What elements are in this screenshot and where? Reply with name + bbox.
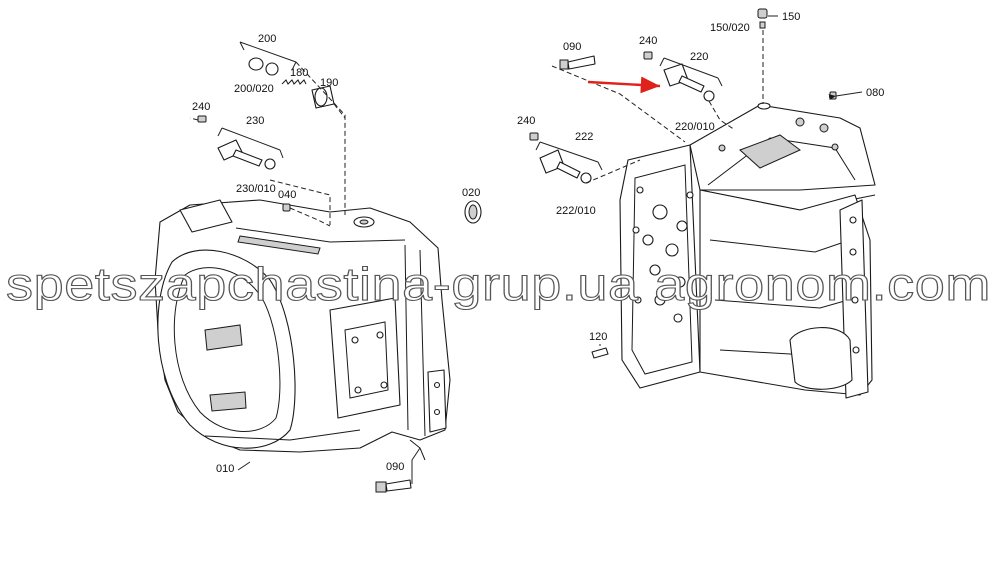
callout-010: 010 <box>216 463 234 475</box>
part-240-screw-top <box>643 51 653 60</box>
callout-220: 220 <box>690 51 708 63</box>
highlight-arrow <box>587 76 661 94</box>
housing-left-010 <box>154 199 451 461</box>
callout-220-010: 220/010 <box>675 121 715 133</box>
part-020-bearing <box>464 200 482 224</box>
callout-200: 200 <box>258 33 276 45</box>
part-240-screw-mid <box>529 132 539 141</box>
part-190-sleeve <box>311 85 335 109</box>
callout-020: 020 <box>462 187 480 199</box>
watermark-text: spetszapchastina-grup.ua agronom.com <box>6 258 991 310</box>
part-120-pin <box>591 347 609 359</box>
callout-200-020: 200/020 <box>234 83 274 95</box>
part-090-bolt-top <box>559 55 596 70</box>
part-200-plug <box>248 57 279 76</box>
callout-040: 040 <box>278 189 296 201</box>
part-240-screw-left <box>197 115 207 123</box>
callout-150-020: 150/020 <box>710 22 750 34</box>
part-230-shaft <box>217 139 276 170</box>
callout-090-bottom: 090 <box>386 461 404 473</box>
part-150-plug <box>757 8 768 29</box>
callout-240-mid: 240 <box>517 115 535 127</box>
part-090-bolt-bottom <box>375 479 412 493</box>
callout-230-010: 230/010 <box>236 183 276 195</box>
part-222-shaft <box>539 149 592 184</box>
callout-180: 180 <box>290 67 308 79</box>
callout-222: 222 <box>575 131 593 143</box>
housing-right <box>619 102 876 399</box>
part-040-plug <box>282 203 291 212</box>
part-080-pin <box>829 91 837 100</box>
callout-090-top: 090 <box>563 41 581 53</box>
callout-150: 150 <box>782 11 800 23</box>
callout-222-010: 222/010 <box>556 205 596 217</box>
callout-240-top: 240 <box>639 35 657 47</box>
callout-120: 120 <box>589 331 607 343</box>
callout-230: 230 <box>246 115 264 127</box>
part-180-spring <box>281 79 307 85</box>
callout-labels: 200 200/020 180 190 240 230 230/010 040 … <box>192 11 884 475</box>
callout-240-left: 240 <box>192 101 210 113</box>
callout-080: 080 <box>866 87 884 99</box>
part-220-shaft <box>663 63 715 102</box>
callout-190: 190 <box>320 77 338 89</box>
leader-lines <box>189 15 863 484</box>
